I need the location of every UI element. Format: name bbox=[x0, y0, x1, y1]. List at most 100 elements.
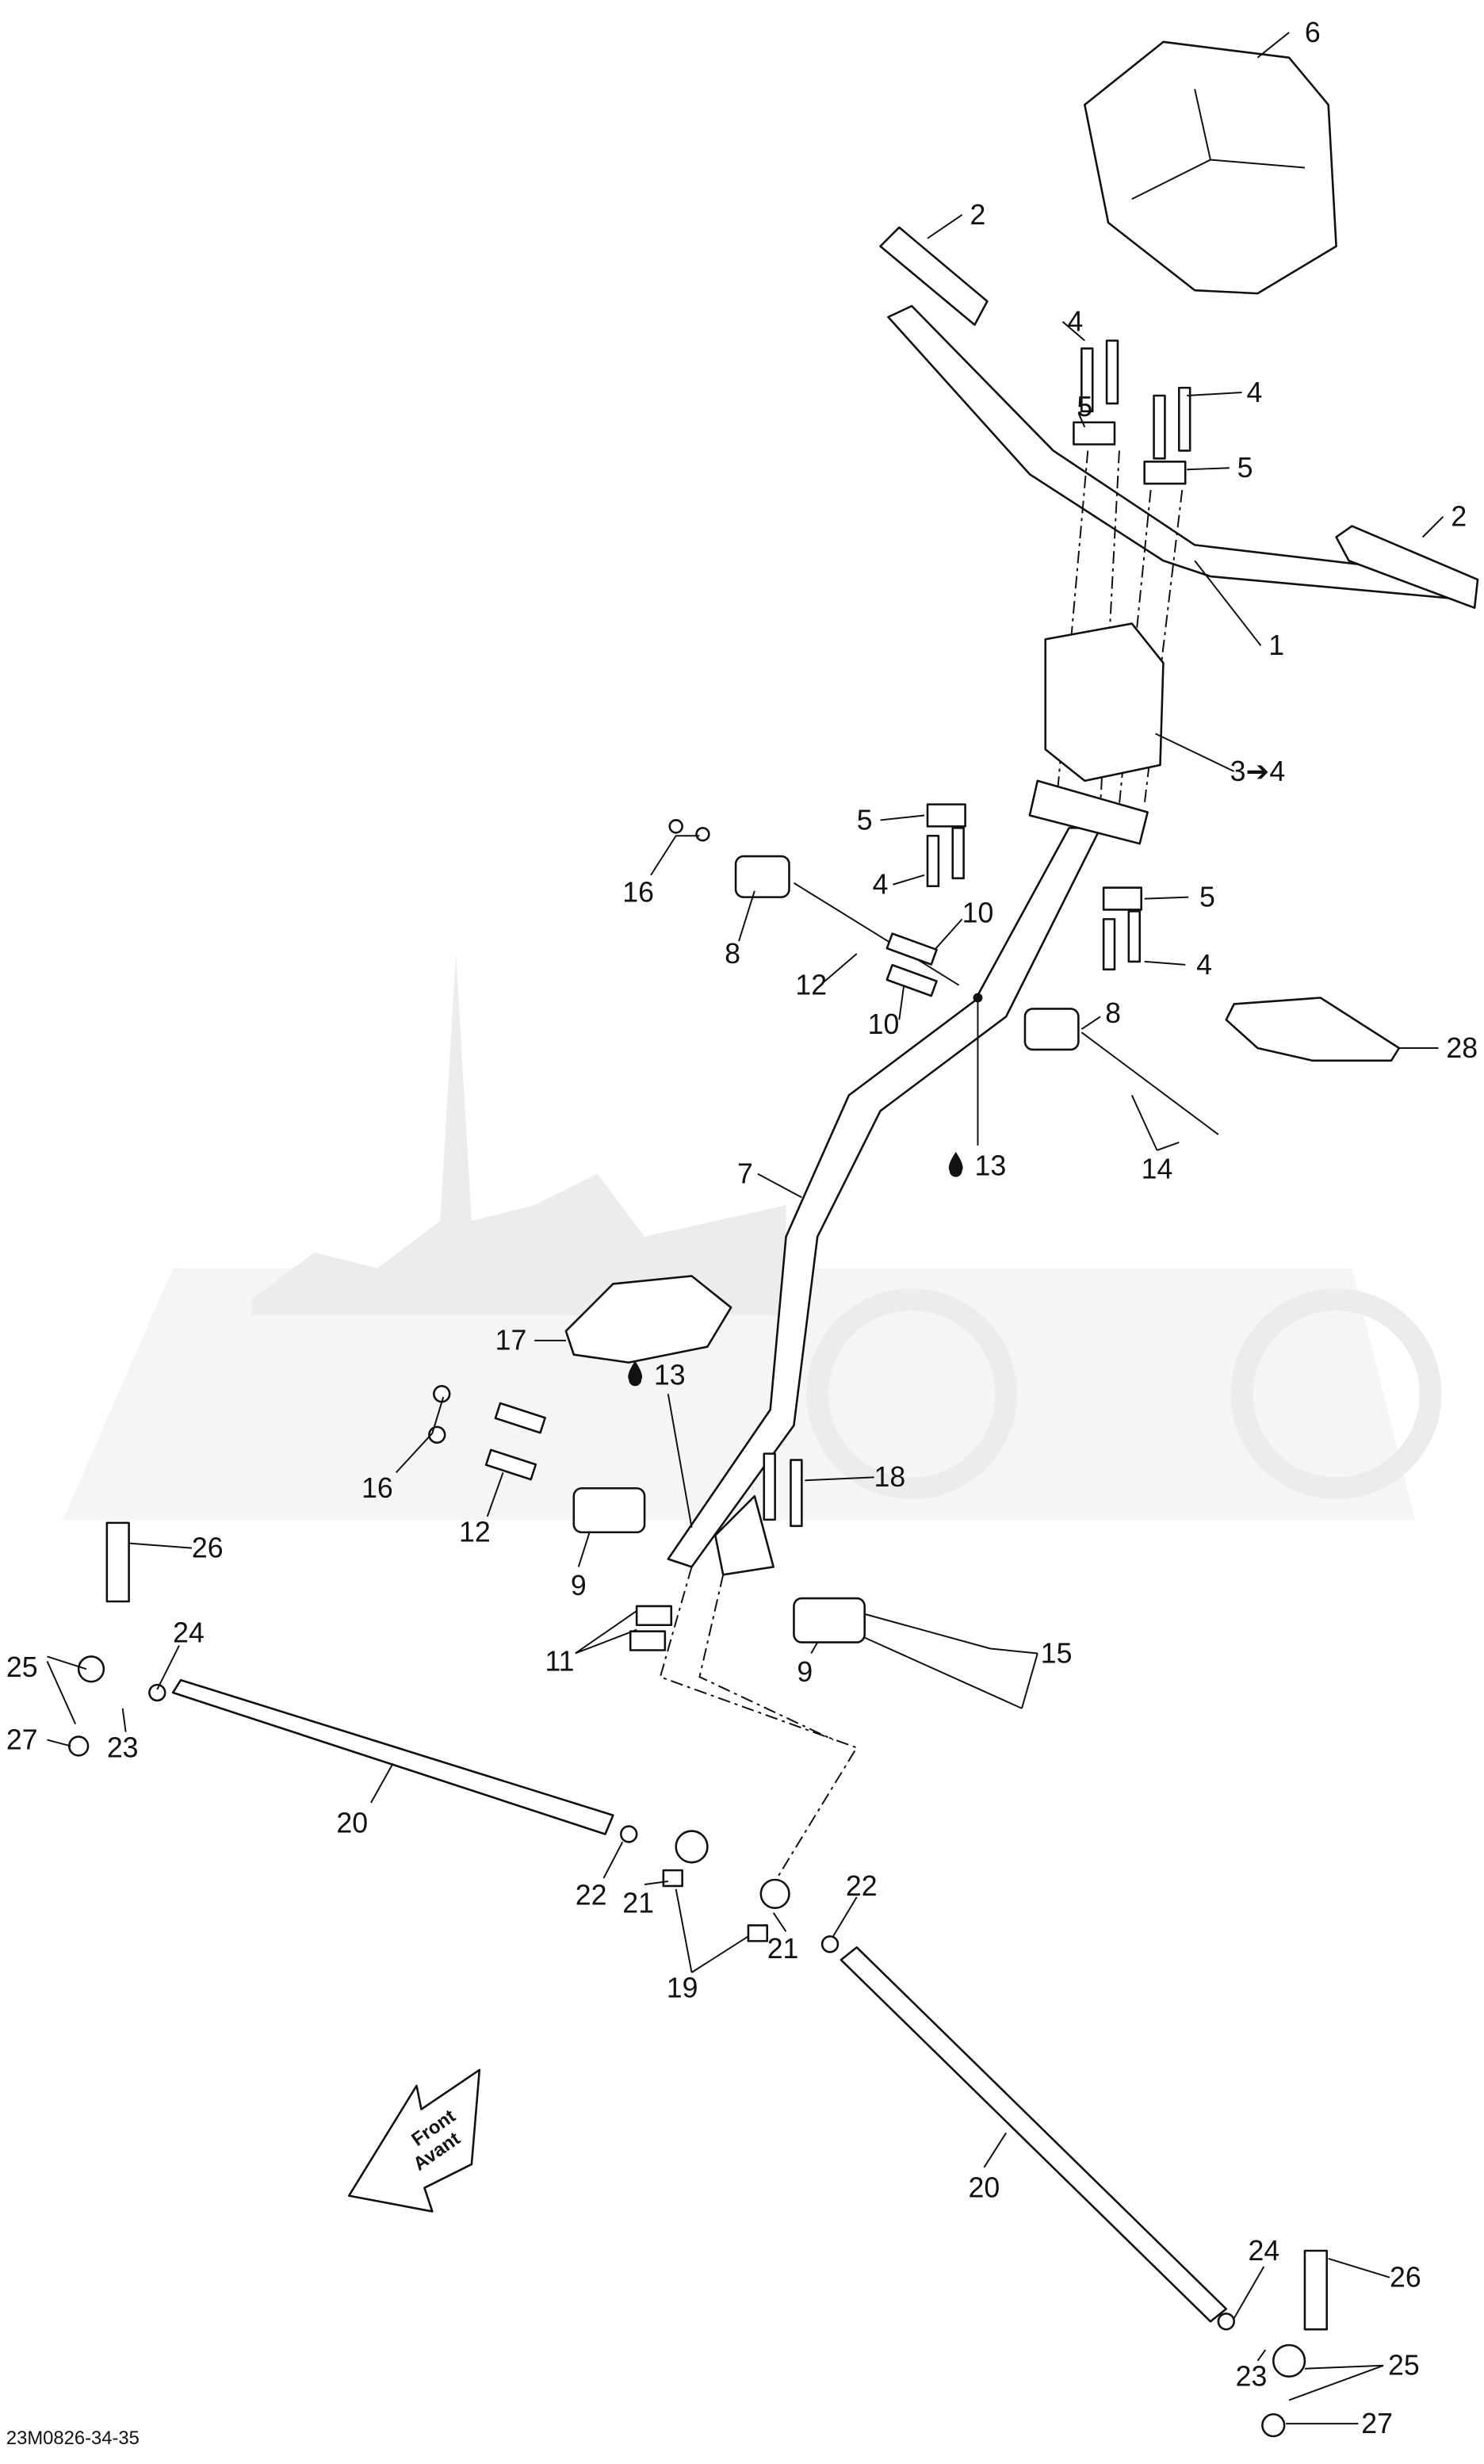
diagram-stroke bbox=[67, 1735, 90, 1757]
callout-label: 21 bbox=[622, 1888, 654, 1919]
diagram-stroke bbox=[864, 1613, 1023, 1709]
diagram-stroke bbox=[251, 954, 786, 1316]
callout-label: 16 bbox=[361, 1472, 393, 1504]
callout-label: 4 bbox=[873, 869, 889, 901]
tie-rod-end-parts bbox=[67, 1521, 1328, 2438]
diagram-stroke bbox=[620, 1825, 638, 1843]
callout-label: 23 bbox=[1236, 2361, 1268, 2393]
callout-label: 5 bbox=[1077, 391, 1092, 423]
callout-label: 2 bbox=[1451, 501, 1467, 533]
callout-label: 18 bbox=[874, 1461, 906, 1493]
lubricant-drop-icon bbox=[948, 1151, 963, 1177]
diagram-stroke bbox=[148, 1683, 166, 1702]
callout-label: 27 bbox=[1361, 2408, 1393, 2439]
pitman-arm bbox=[713, 1494, 775, 1576]
callout-label: 17 bbox=[495, 1325, 527, 1356]
callout-label: 5 bbox=[1199, 882, 1215, 913]
diagram-stroke bbox=[759, 1878, 790, 1910]
diagram-stroke bbox=[1105, 339, 1119, 405]
callout-label: 5 bbox=[1237, 452, 1253, 484]
callout-label: 15 bbox=[1041, 1637, 1073, 1669]
diagram-stroke bbox=[494, 1402, 546, 1434]
callout-labels: 6 2 4 4 5 5 2 1 3➔4 5 4 16 8 10 12 10 5 … bbox=[6, 17, 1478, 2439]
diagram-stroke bbox=[662, 1869, 683, 1888]
diagram-stroke bbox=[973, 993, 983, 1003]
lubricant-drop-icon bbox=[628, 1360, 643, 1387]
diagram-stroke bbox=[1127, 910, 1142, 963]
callout-label: 14 bbox=[1142, 1154, 1173, 1185]
drawing-code: 23M0826-34-35 bbox=[6, 2428, 140, 2449]
callout-label: 8 bbox=[725, 938, 740, 970]
callout-label: 4 bbox=[1067, 306, 1083, 338]
callout-label: 24 bbox=[173, 1617, 205, 1649]
diagram-stroke bbox=[433, 1385, 451, 1403]
diagram-stroke bbox=[1153, 394, 1166, 460]
callout-label: 5 bbox=[857, 804, 873, 836]
diagram-stroke bbox=[675, 1830, 709, 1864]
callout-label: 22 bbox=[846, 1870, 878, 1902]
callout-label: 23 bbox=[107, 1731, 139, 1763]
diagram-stroke bbox=[695, 827, 710, 842]
callout-label: 6 bbox=[1305, 17, 1321, 48]
callout-label: 26 bbox=[1390, 2262, 1421, 2294]
callout-label: 28 bbox=[1446, 1032, 1478, 1064]
diagram-stroke bbox=[1102, 918, 1116, 971]
diagram-stroke bbox=[820, 1935, 840, 1953]
bolts-upper bbox=[1080, 339, 1191, 460]
callout-label: 25 bbox=[1388, 2350, 1420, 2382]
bolts-lower bbox=[926, 827, 1142, 971]
callout-label: 13 bbox=[974, 1150, 1006, 1182]
tie-rod-left bbox=[171, 1678, 614, 1835]
callout-label: 12 bbox=[459, 1517, 491, 1548]
watermark-logo bbox=[63, 954, 1442, 1520]
callout-label: 4 bbox=[1196, 949, 1212, 981]
callout-label: 8 bbox=[1105, 997, 1121, 1029]
callout-label: 9 bbox=[797, 1656, 813, 1688]
diagram-stroke bbox=[659, 1567, 859, 1890]
callout-label: 4 bbox=[1247, 377, 1263, 408]
callout-label: 10 bbox=[962, 897, 994, 928]
clamp-upper-right bbox=[1143, 461, 1187, 485]
diagram-stroke bbox=[77, 1655, 105, 1683]
callout-label: 10 bbox=[868, 1008, 900, 1040]
callout-label: 1 bbox=[1268, 629, 1284, 661]
callout-label: 7 bbox=[737, 1158, 753, 1190]
diagram-stroke bbox=[46, 32, 1444, 2425]
bushing-10a bbox=[885, 932, 938, 966]
tie-rod-right bbox=[840, 1946, 1228, 2323]
callout-label: 20 bbox=[969, 2172, 1000, 2204]
callout-label: 3➔4 bbox=[1230, 756, 1286, 787]
callout-label: 16 bbox=[622, 877, 654, 909]
diagram-stroke bbox=[1261, 2412, 1286, 2438]
diagram-stroke bbox=[105, 1521, 130, 1603]
callout-label: 20 bbox=[336, 1808, 368, 1839]
handlebar-cover bbox=[1084, 40, 1337, 295]
diagram-stroke bbox=[1080, 347, 1094, 413]
diagram-stroke bbox=[1303, 2249, 1328, 2331]
diagram-stroke bbox=[63, 1268, 1415, 1520]
diagram-stroke bbox=[668, 819, 683, 834]
callout-label: 26 bbox=[192, 1532, 224, 1563]
diagram-stroke bbox=[1272, 2343, 1306, 2378]
diagram-stroke bbox=[793, 882, 1219, 1135]
front-direction-arrow: Front Avant bbox=[347, 2068, 481, 2213]
diagram-stroke bbox=[484, 1448, 537, 1481]
diagram-stroke bbox=[926, 834, 940, 888]
callout-label: 11 bbox=[545, 1645, 574, 1677]
diagram-stroke bbox=[1131, 89, 1306, 201]
diagram-stroke bbox=[635, 1605, 673, 1627]
callout-label: 13 bbox=[654, 1359, 686, 1391]
grip-right bbox=[1335, 525, 1479, 610]
diagram-stroke bbox=[629, 1630, 667, 1651]
callout-label: 24 bbox=[1249, 2235, 1280, 2267]
diagram-stroke bbox=[747, 1924, 769, 1942]
diagram-stroke bbox=[347, 2068, 481, 2213]
clamp-lower-right bbox=[1102, 886, 1142, 911]
bearing-block-lower-left bbox=[572, 1486, 646, 1534]
callout-label: 22 bbox=[576, 1880, 607, 1911]
boot-cover bbox=[564, 1275, 732, 1364]
diagram-stroke bbox=[1230, 1288, 1442, 1500]
bushing-10b bbox=[885, 963, 938, 997]
callout-label: 12 bbox=[795, 970, 827, 1001]
